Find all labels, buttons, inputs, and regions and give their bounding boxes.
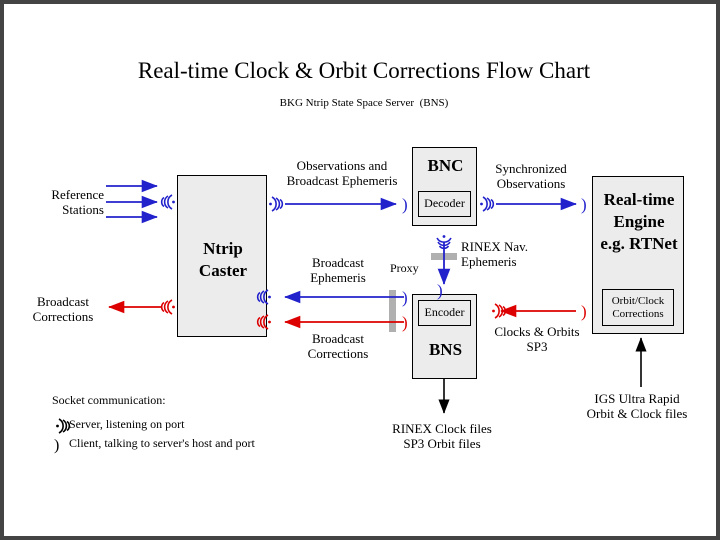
client-socket-icon: ) [581, 195, 587, 214]
label-broadcast-ephemeris: Broadcast Ephemeris [310, 255, 366, 285]
legend-client-text: Client, talking to server's host and por… [69, 436, 255, 450]
rte-label-line2: Engine [613, 212, 665, 231]
ntrip-caster-box[interactable]: Ntrip Caster [177, 175, 267, 337]
proxy-bar-horizontal [431, 253, 457, 260]
server-socket-icon [436, 234, 452, 250]
client-socket-icon: ) [581, 302, 587, 321]
legend-client-socket-icon: ) [54, 437, 59, 454]
label-broadcast-corrections-left: Broadcast Corrections [32, 294, 94, 324]
orbit-clock-line1: Orbit/Clock [611, 295, 665, 308]
label-rinex-nav-ephemeris: RINEX Nav. Ephemeris [461, 239, 529, 269]
ntrip-caster-label-line1: Ntrip [203, 239, 243, 258]
decoder-box[interactable]: Decoder [418, 191, 471, 217]
rte-label-line3: e.g. RTNet [600, 234, 678, 253]
page-subtitle: BKG Ntrip State Space Server (BNS) [279, 97, 449, 109]
client-socket-icon: ) [402, 313, 408, 332]
label-rinex-clock-sp3-files: RINEX Clock files SP3 Orbit files [392, 421, 492, 451]
label-proxy: Proxy [390, 261, 419, 275]
label-synchronized-observations: Synchronized Observations [495, 161, 567, 191]
decoder-label: Decoder [424, 196, 465, 211]
server-socket-icon [491, 303, 507, 319]
arrow-reference-stations [106, 179, 158, 224]
label-clocks-orbits-sp3: Clocks & Orbits SP3 [494, 324, 580, 354]
rte-label-line1: Real-time [603, 190, 675, 209]
bnc-title: BNC [427, 156, 464, 175]
client-socket-icon: ) [402, 195, 408, 214]
label-igs-ultra-rapid: IGS Ultra Rapid Orbit & Clock files [586, 391, 688, 421]
proxy-bar-vertical [389, 290, 396, 332]
server-socket-icon [479, 196, 495, 212]
client-socket-icon: ) [402, 288, 408, 307]
label-observations-broadcast-ephemeris: Observations and Broadcast Ephemeris [286, 158, 398, 188]
label-reference-stations: Reference Stations [51, 187, 104, 217]
server-socket-icon [268, 196, 284, 212]
bns-title: BNS [428, 340, 463, 359]
encoder-box[interactable]: Encoder [418, 300, 471, 326]
ntrip-caster-label-line2: Caster [198, 261, 248, 280]
legend-heading: Socket communication: [52, 393, 166, 407]
orbit-clock-corrections-box[interactable]: Orbit/Clock Corrections [602, 289, 674, 326]
encoder-label: Encoder [424, 305, 465, 320]
diagram-canvas: Real-time Clock & Orbit Corrections Flow… [4, 4, 720, 544]
server-socket-icon [160, 299, 176, 315]
legend-server-text: Server, listening on port [69, 417, 185, 431]
server-socket-icon [160, 194, 176, 210]
orbit-clock-line2: Corrections [612, 307, 664, 320]
legend-server-socket-icon [55, 418, 71, 434]
label-broadcast-corrections-mid: Broadcast Corrections [307, 331, 369, 361]
page-title: Real-time Clock & Orbit Corrections Flow… [137, 58, 591, 83]
